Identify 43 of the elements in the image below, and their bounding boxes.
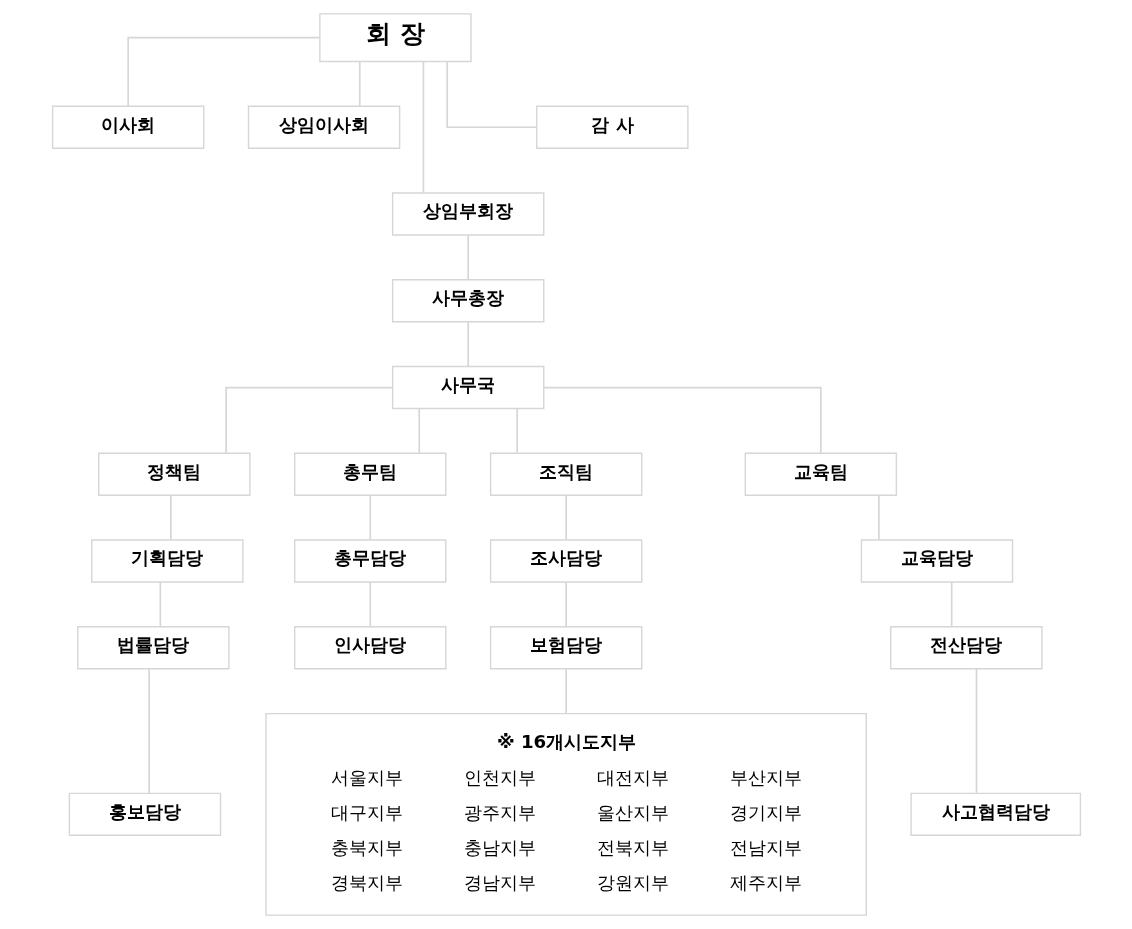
- node-box: 인사담당: [293, 626, 446, 670]
- connector: [564, 494, 567, 541]
- node-box: 감 사: [535, 105, 689, 149]
- connector: [950, 581, 952, 628]
- connector: [445, 60, 537, 129]
- node-box: 조직팀: [489, 452, 642, 496]
- node-box: 조사담당: [489, 539, 642, 583]
- node-box: 상임부회장: [391, 192, 544, 236]
- connector: [159, 581, 161, 628]
- node-box: 기획담당: [90, 539, 244, 583]
- connector: [466, 320, 469, 367]
- node-box: 사무국: [391, 365, 544, 410]
- connector: [147, 668, 150, 794]
- connector: [169, 494, 172, 541]
- node-box: ※ 16개시도지부 서울지부 인천지부 대전지부 부산지부 대구지부 광주지부 울산지부 경기지부 충북지부 충남지부 전북지부 전남지부 경북지부 경남지부 강원지부 제주지부: [264, 712, 867, 916]
- connector: [542, 386, 822, 455]
- connector: [368, 581, 371, 628]
- node-box: 교육팀: [744, 452, 897, 496]
- connector: [422, 61, 424, 194]
- connector: [564, 668, 567, 715]
- connector: [358, 60, 361, 108]
- connector: [417, 407, 420, 454]
- node-box: 회 장: [318, 13, 472, 63]
- connector: [515, 407, 518, 454]
- connector: [564, 581, 567, 628]
- connector: [224, 386, 393, 455]
- node-box: 사무총장: [391, 279, 544, 323]
- connector: [877, 494, 880, 541]
- node-box: 정책팀: [97, 452, 251, 496]
- node-box: 전산담당: [889, 626, 1043, 670]
- connector: [975, 668, 977, 794]
- connector: [126, 36, 320, 107]
- node-box: 보험담당: [489, 626, 642, 670]
- connector: [368, 494, 371, 541]
- node-box: 총무팀: [293, 452, 446, 496]
- node-box: 사고협력담당: [909, 792, 1081, 837]
- node-box: 상임이사회: [247, 105, 400, 149]
- node-box: 교육담당: [860, 539, 1013, 583]
- node-box: 총무담당: [293, 539, 446, 583]
- node-box: 홍보담당: [68, 792, 221, 837]
- node-box: 법률담당: [76, 626, 230, 670]
- connector: [466, 234, 469, 281]
- node-box: 이사회: [51, 105, 204, 149]
